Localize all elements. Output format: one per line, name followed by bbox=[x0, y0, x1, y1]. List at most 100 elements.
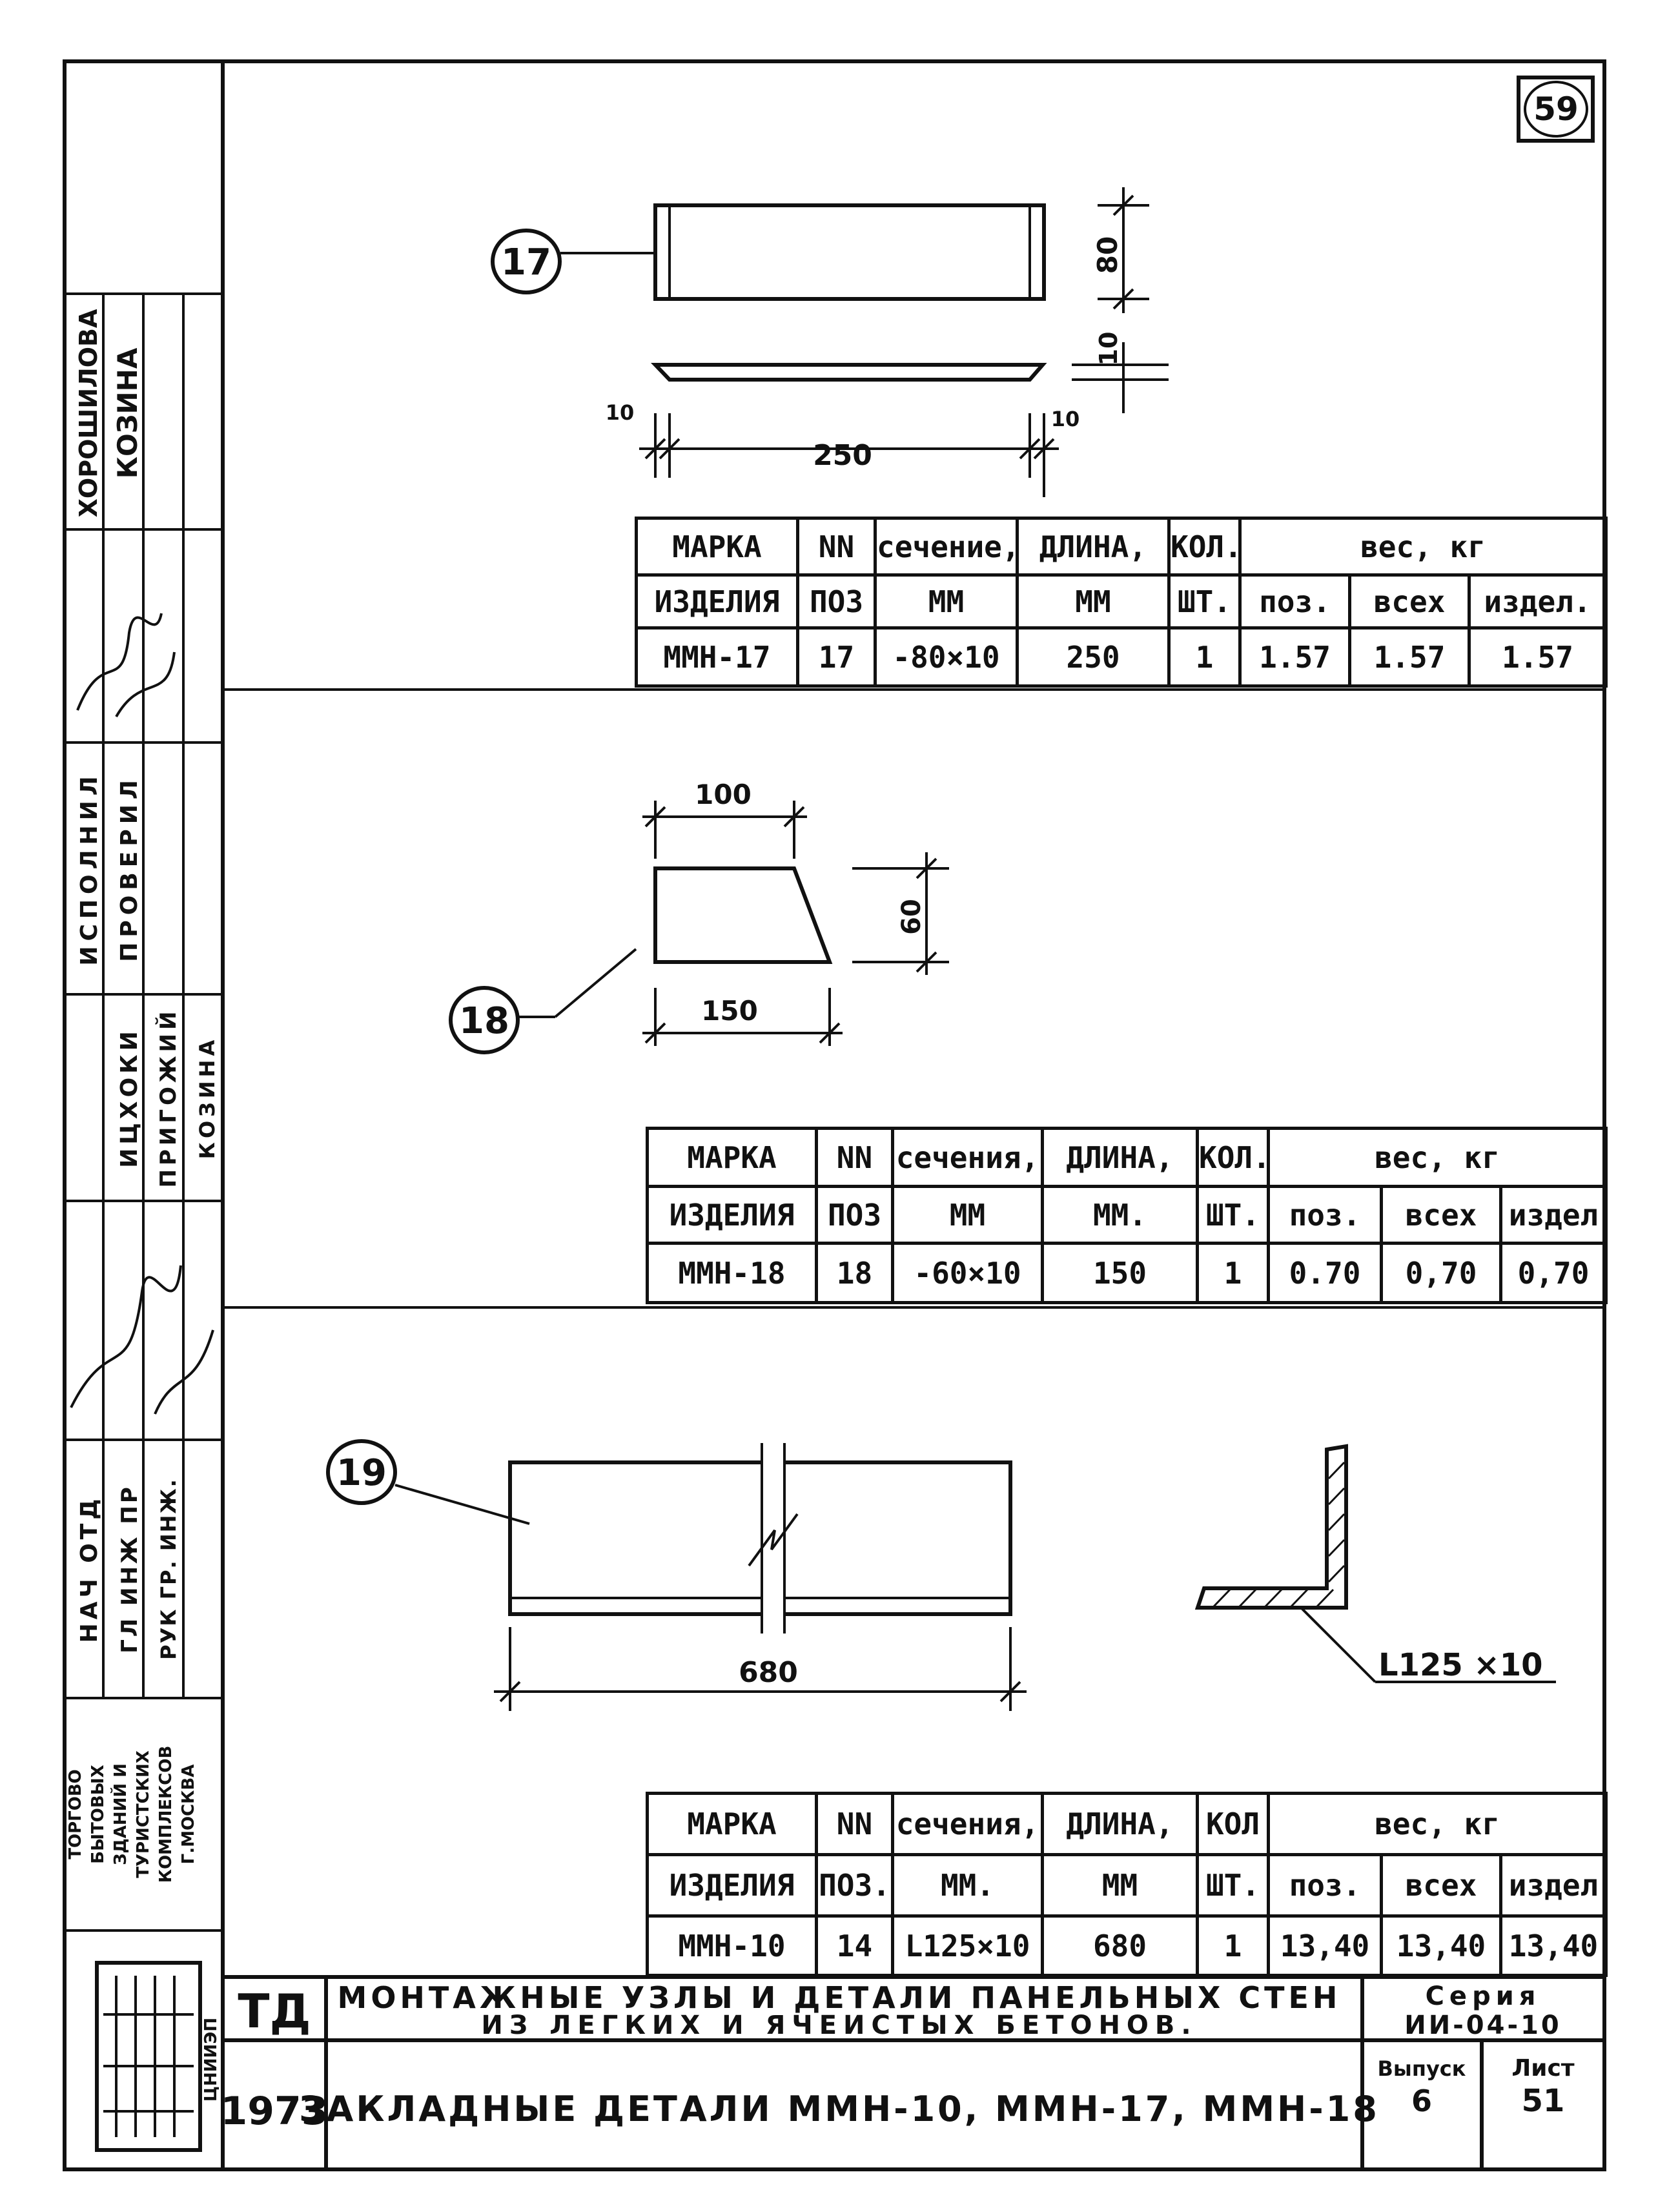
part18-plate bbox=[653, 866, 833, 964]
table-row: ММН-18 18 -60×10 150 1 0.70 0,70 0,70 bbox=[646, 1242, 1608, 1304]
t17-w-pos: 1.57 bbox=[1238, 626, 1351, 688]
t19-h-w-pos: поз. bbox=[1267, 1853, 1383, 1918]
part17-plan bbox=[653, 203, 1046, 301]
stamp-org-2: БЫТОВЫХ bbox=[88, 1765, 108, 1863]
t17-h-length2: ММ bbox=[1016, 573, 1171, 630]
signature-1 bbox=[76, 613, 176, 717]
t19-h-mark2: ИЗДЕЛИЯ bbox=[646, 1853, 818, 1918]
title-line-2: ИЗ ЛЕГКИХ И ЯЧЕИСТЫХ БЕТОНОВ. bbox=[481, 2011, 1197, 2040]
series-value: ИИ-04-10 bbox=[1404, 2011, 1561, 2040]
t17-h-nn: NN bbox=[796, 517, 877, 577]
sheet-value: 51 bbox=[1522, 2083, 1565, 2119]
part18-dim-top: 100 bbox=[695, 779, 752, 810]
stamp-role-8: РУК ГР. ИНЖ. bbox=[156, 1478, 181, 1659]
t17-h-mark: МАРКА bbox=[635, 517, 799, 577]
t18-h-section: сечения, bbox=[891, 1127, 1044, 1188]
t17-h-section: сечение, bbox=[874, 517, 1019, 577]
t18-qty: 1 bbox=[1196, 1242, 1270, 1304]
part18-leader bbox=[554, 948, 637, 1018]
t19-qty: 1 bbox=[1196, 1914, 1270, 1977]
t19-h-length2: ММ bbox=[1041, 1853, 1199, 1918]
stamp-role-7: ГЛ ИНЖ ПР bbox=[117, 1484, 143, 1653]
t18-h-qty2: ШТ. bbox=[1196, 1185, 1270, 1245]
t19-h-qty: КОЛ bbox=[1196, 1792, 1270, 1856]
t17-h-mark2: ИЗДЕЛИЯ bbox=[635, 573, 799, 630]
part19-angle-label: L125 ×10 bbox=[1378, 1647, 1543, 1683]
t18-h-w-pos: поз. bbox=[1267, 1185, 1383, 1245]
t17-h-w-all: всех bbox=[1348, 573, 1471, 630]
title-block: ТД 1973 МОНТАЖНЫЕ УЗЛЫ И ДЕТАЛИ ПАНЕЛЬНЫ… bbox=[221, 1975, 1604, 2169]
part17-dim-length: 250 bbox=[813, 439, 872, 472]
t18-h-weight: вес, кг bbox=[1266, 1127, 1608, 1188]
title-year: 1973 bbox=[221, 2089, 329, 2134]
part19-marker-circle bbox=[326, 1439, 397, 1505]
part18-dim-bottom: 150 bbox=[701, 995, 758, 1027]
t19-mark: ММН-10 bbox=[646, 1914, 818, 1977]
part17-spec-table: МАРКА NN сечение, ДЛИНА, КОЛ. вес, кг ИЗ… bbox=[635, 517, 1608, 688]
t18-h-w-all: всех bbox=[1380, 1185, 1502, 1245]
t17-length: 250 bbox=[1016, 626, 1171, 688]
t18-h-nn: NN bbox=[815, 1127, 894, 1188]
t17-w-all: 1.57 bbox=[1348, 626, 1471, 688]
t19-h-w-item: издел bbox=[1499, 1853, 1608, 1918]
t19-h-weight: вес, кг bbox=[1266, 1792, 1608, 1856]
t17-pos: 17 bbox=[796, 626, 877, 688]
t18-h-nn2: ПОЗ bbox=[815, 1185, 894, 1245]
part19-break-mark bbox=[748, 1513, 799, 1567]
t19-length: 680 bbox=[1041, 1914, 1199, 1977]
stamp-role-2: ПРОВЕРИЛ bbox=[116, 775, 143, 962]
t18-h-mark: МАРКА bbox=[646, 1127, 818, 1188]
part17-side bbox=[650, 363, 1047, 382]
stamp-org-1: ТОРГОВО bbox=[66, 1769, 85, 1859]
t18-h-length: ДЛИНА, bbox=[1041, 1127, 1199, 1188]
part18-drawing: 100 60 150 18 bbox=[449, 779, 949, 1054]
t19-h-mark: МАРКА bbox=[646, 1792, 818, 1856]
part18-marker-circle bbox=[449, 986, 520, 1054]
stamp-org-5: КОМПЛЕКСОВ bbox=[156, 1746, 176, 1883]
stamp-role-6: НАЧ ОТД bbox=[76, 1495, 103, 1643]
t18-h-section2: ММ bbox=[891, 1185, 1044, 1245]
sheet-number-circle bbox=[1524, 81, 1588, 138]
stamp-role-3: ИЦХОКИ bbox=[116, 1027, 143, 1167]
title-code: ТД bbox=[238, 1984, 311, 2038]
part19-marker: 19 bbox=[336, 1452, 387, 1494]
t17-h-weight: вес, кг bbox=[1238, 517, 1608, 577]
t18-w-pos: 0.70 bbox=[1267, 1242, 1383, 1304]
part17-dim-height: 80 bbox=[1092, 236, 1123, 274]
issue-label: Выпуск bbox=[1378, 2056, 1466, 2081]
part19-dim-length: 680 bbox=[739, 1656, 798, 1689]
table-row: ММН-10 14 L125×10 680 1 13,40 13,40 13,4… bbox=[646, 1914, 1608, 1977]
t17-h-length: ДЛИНА, bbox=[1016, 517, 1171, 577]
t18-pos: 18 bbox=[815, 1242, 894, 1304]
t19-h-length: ДЛИНА, bbox=[1041, 1792, 1199, 1856]
title-line-1: МОНТАЖНЫЕ УЗЛЫ И ДЕТАЛИ ПАНЕЛЬНЫХ СТЕН bbox=[338, 1980, 1342, 2015]
t17-w-item: 1.57 bbox=[1467, 626, 1608, 688]
part17-marker-circle bbox=[491, 229, 562, 294]
t19-h-nn: NN bbox=[815, 1792, 894, 1856]
part17-dim-end-right: 10 bbox=[1051, 407, 1080, 431]
t17-qty: 1 bbox=[1167, 626, 1242, 688]
sheet-label: Лист bbox=[1511, 2055, 1574, 2082]
t18-h-length2: ММ. bbox=[1041, 1185, 1199, 1245]
t19-w-item: 13,40 bbox=[1499, 1914, 1608, 1977]
stamp-role-1: ИСПОЛНИЛ bbox=[76, 771, 103, 965]
part19-drawing: 19 680 L125 ×10 bbox=[326, 1439, 1556, 1711]
t18-h-w-item: издел bbox=[1499, 1185, 1608, 1245]
series-label: Серия bbox=[1426, 1982, 1541, 2011]
sheet-number-box bbox=[1517, 76, 1595, 143]
side-stamp: ХОРОШИЛОВА КОЗИНА ИСПОЛНИЛ ПРОВЕРИЛ ИЦХО… bbox=[65, 292, 223, 2152]
t19-w-all: 13,40 bbox=[1380, 1914, 1502, 1977]
part18-spec-table: МАРКА NN сечения, ДЛИНА, КОЛ. вес, кг ИЗ… bbox=[646, 1127, 1608, 1304]
t18-section: -60×10 bbox=[891, 1242, 1044, 1304]
t19-h-qty2: ШТ. bbox=[1196, 1853, 1270, 1918]
signature-2 bbox=[70, 1265, 214, 1415]
t19-h-section: сечения, bbox=[891, 1792, 1044, 1856]
t19-w-pos: 13,40 bbox=[1267, 1914, 1383, 1977]
organization-logo: ЦНИИЭП bbox=[95, 1961, 221, 2152]
t18-length: 150 bbox=[1041, 1242, 1199, 1304]
t18-mark: ММН-18 bbox=[646, 1242, 818, 1304]
t18-w-all: 0,70 bbox=[1380, 1242, 1502, 1304]
sheet-number: 59 bbox=[1533, 90, 1579, 128]
part19-angle-section bbox=[1194, 1444, 1348, 1610]
